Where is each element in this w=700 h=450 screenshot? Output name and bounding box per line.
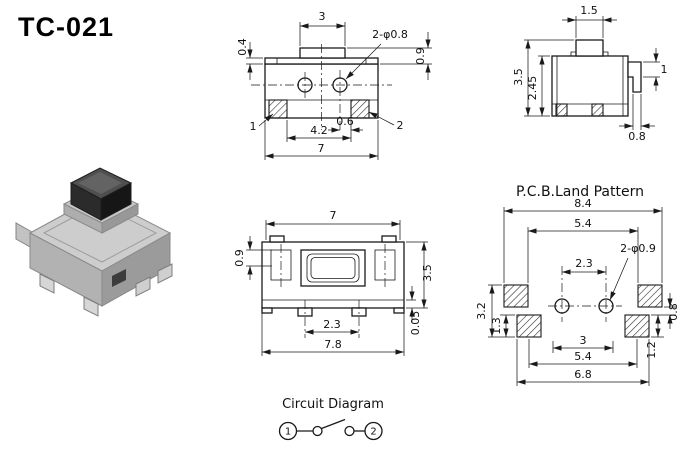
photo-leg-3 [135,276,151,297]
side-view: 1.5 3.5 2.45 1 0.8 [512,4,668,143]
dim-base-width: 7.8 [324,338,342,351]
pad-top-left [503,284,529,308]
dim-land-hole-callout: 2-φ0.9 [620,242,656,255]
photo-leg-2 [83,296,99,317]
dim-pad-stack: 3.2 [475,302,488,320]
circuit-contact-right [344,425,355,437]
dim-button-height: 0.9 [414,47,427,65]
front-view-dimensions: 7 0.9 3.5 0.05 2.3 7.8 [233,209,434,356]
terminal-1-section [268,99,288,119]
photo-leg-1 [39,273,55,294]
dim-hole-callout: 2-φ0.8 [372,28,408,41]
top-view-button [299,47,346,59]
dim-terminal-pitch: 2.3 [323,318,341,331]
dim-lead-height: 1 [661,63,668,76]
dim-overall-height: 3.5 [512,68,525,86]
front-view: 7 0.9 3.5 0.05 2.3 7.8 [233,209,434,356]
label-terminal-1: 1 [250,120,257,133]
top-view: 3 0.4 2-φ0.8 0.9 0.6 4.2 [236,10,432,160]
pad-bottom-left [516,314,542,338]
switch-photo [15,167,173,317]
dim-button-width: 3 [319,10,326,23]
circuit-terminal-2-node [364,421,383,441]
dim-standoff: 0.05 [409,311,422,336]
dim-land-overall: 8.4 [574,197,592,210]
front-view-housing [300,249,366,287]
side-view-section-right [591,103,604,117]
circuit-terminal-1-label: 1 [285,427,291,438]
dim-pad-height-right: 1.2 [645,341,658,359]
circuit-diagram: Circuit Diagram 1 2 [278,397,384,441]
dim-front-height: 3.5 [421,264,434,282]
circuit-contact-left [312,425,323,437]
label-terminal-2: 2 [397,119,404,132]
dim-lead-width: 0.8 [628,130,646,143]
pad-bottom-right [624,314,650,338]
dim-left-offset: 0.9 [233,249,246,267]
dim-side-button-width: 1.5 [580,4,598,17]
side-view-button [575,39,604,57]
dim-hole-to-terminal: 0.6 [336,115,354,128]
dim-body-height: 2.45 [526,76,539,101]
part-number-title: TC-021 [18,12,115,42]
circuit-switch-lever [321,418,346,430]
side-view-dimensions: 1.5 3.5 2.45 1 0.8 [512,4,668,143]
land-pattern-pads [503,266,663,338]
dim-terminal-span: 4.2 [310,124,328,137]
dim-row-gap: 0.8 [667,303,680,321]
dim-pad-height-left: 1.3 [490,317,503,335]
dim-hole-pitch: 2.3 [575,257,593,270]
pcb-land-pattern: P.C.B.Land Pattern 8.4 5.4 [475,184,680,386]
dim-body-width: 7 [318,142,325,155]
photo-button-right [100,182,132,221]
circuit-terminal-2-label: 2 [370,427,376,438]
dim-pad-center-span: 5.4 [574,350,592,363]
dim-center-span: 3 [580,334,587,347]
pcb-land-pattern-title: P.C.B.Land Pattern [516,184,644,200]
circuit-diagram-title: Circuit Diagram [282,397,384,412]
side-view-section-left [555,103,568,117]
dim-land-top-span: 5.4 [574,217,592,230]
dim-front-width: 7 [330,209,337,222]
photo-button-highlight [78,172,122,194]
top-view-dimensions: 3 0.4 2-φ0.8 0.9 0.6 4.2 [236,10,432,160]
photo-leg-4 [157,263,173,284]
photo-side-hole [112,269,126,287]
dim-pad-outer-span: 6.8 [574,368,592,381]
side-view-lead [627,61,642,93]
photo-pedestal-right [101,203,139,234]
dim-top-lip: 0.4 [236,38,249,56]
land-pattern-dimensions: 8.4 5.4 2.3 2-φ0.9 3.2 1.3 [475,197,680,386]
terminal-2-section [350,99,370,119]
pad-top-right [637,284,663,308]
side-view-outline [551,39,642,117]
top-view-outline [251,44,392,132]
